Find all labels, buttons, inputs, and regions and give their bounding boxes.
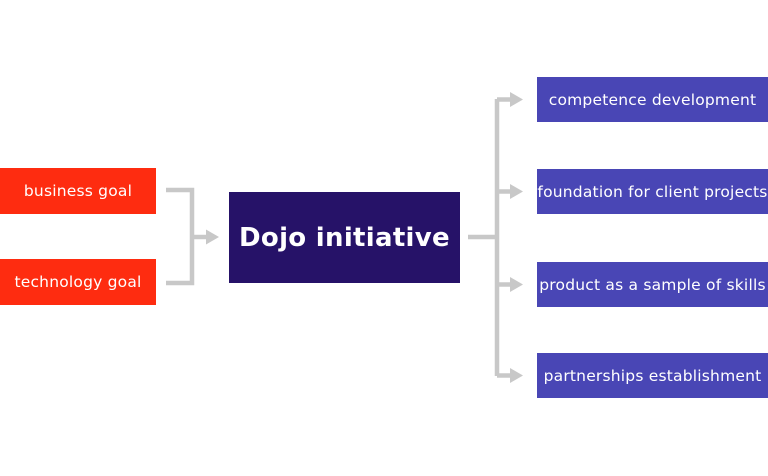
- output-box-partnerships-establishment: partnerships establishment: [537, 353, 768, 398]
- output-box-product-as-a-sample-of-skills-label: product as a sample of skills: [539, 275, 766, 294]
- output-box-competence-development: competence development: [537, 77, 768, 122]
- output-box-competence-development-label: competence development: [548, 90, 757, 109]
- left-bracket-line: [166, 187, 195, 286]
- output-box-foundation-for-client-projects: foundation for client projects: [537, 169, 768, 214]
- arrowhead-icon: [510, 92, 523, 107]
- output-box-product-as-a-sample-of-skills: product as a sample of skills: [537, 262, 768, 307]
- input-box-technology-goal: technology goal: [0, 259, 156, 305]
- input-box-business-goal-label: business goal: [23, 182, 133, 200]
- arrowhead-icon: [510, 184, 523, 199]
- center-box-dojo-initiative-label: Dojo initiative: [239, 222, 450, 253]
- arrowhead-icon: [510, 368, 523, 383]
- output-box-partnerships-establishment-label: partnerships establishment: [543, 366, 762, 385]
- center-box-dojo-initiative: Dojo initiative: [229, 192, 460, 283]
- arrowhead-icon: [510, 277, 523, 292]
- arrowhead-icon: [206, 229, 219, 245]
- output-box-foundation-for-client-projects-label: foundation for client projects: [537, 182, 768, 201]
- input-box-technology-goal-label: technology goal: [14, 273, 142, 291]
- input-box-business-goal: business goal: [0, 168, 156, 214]
